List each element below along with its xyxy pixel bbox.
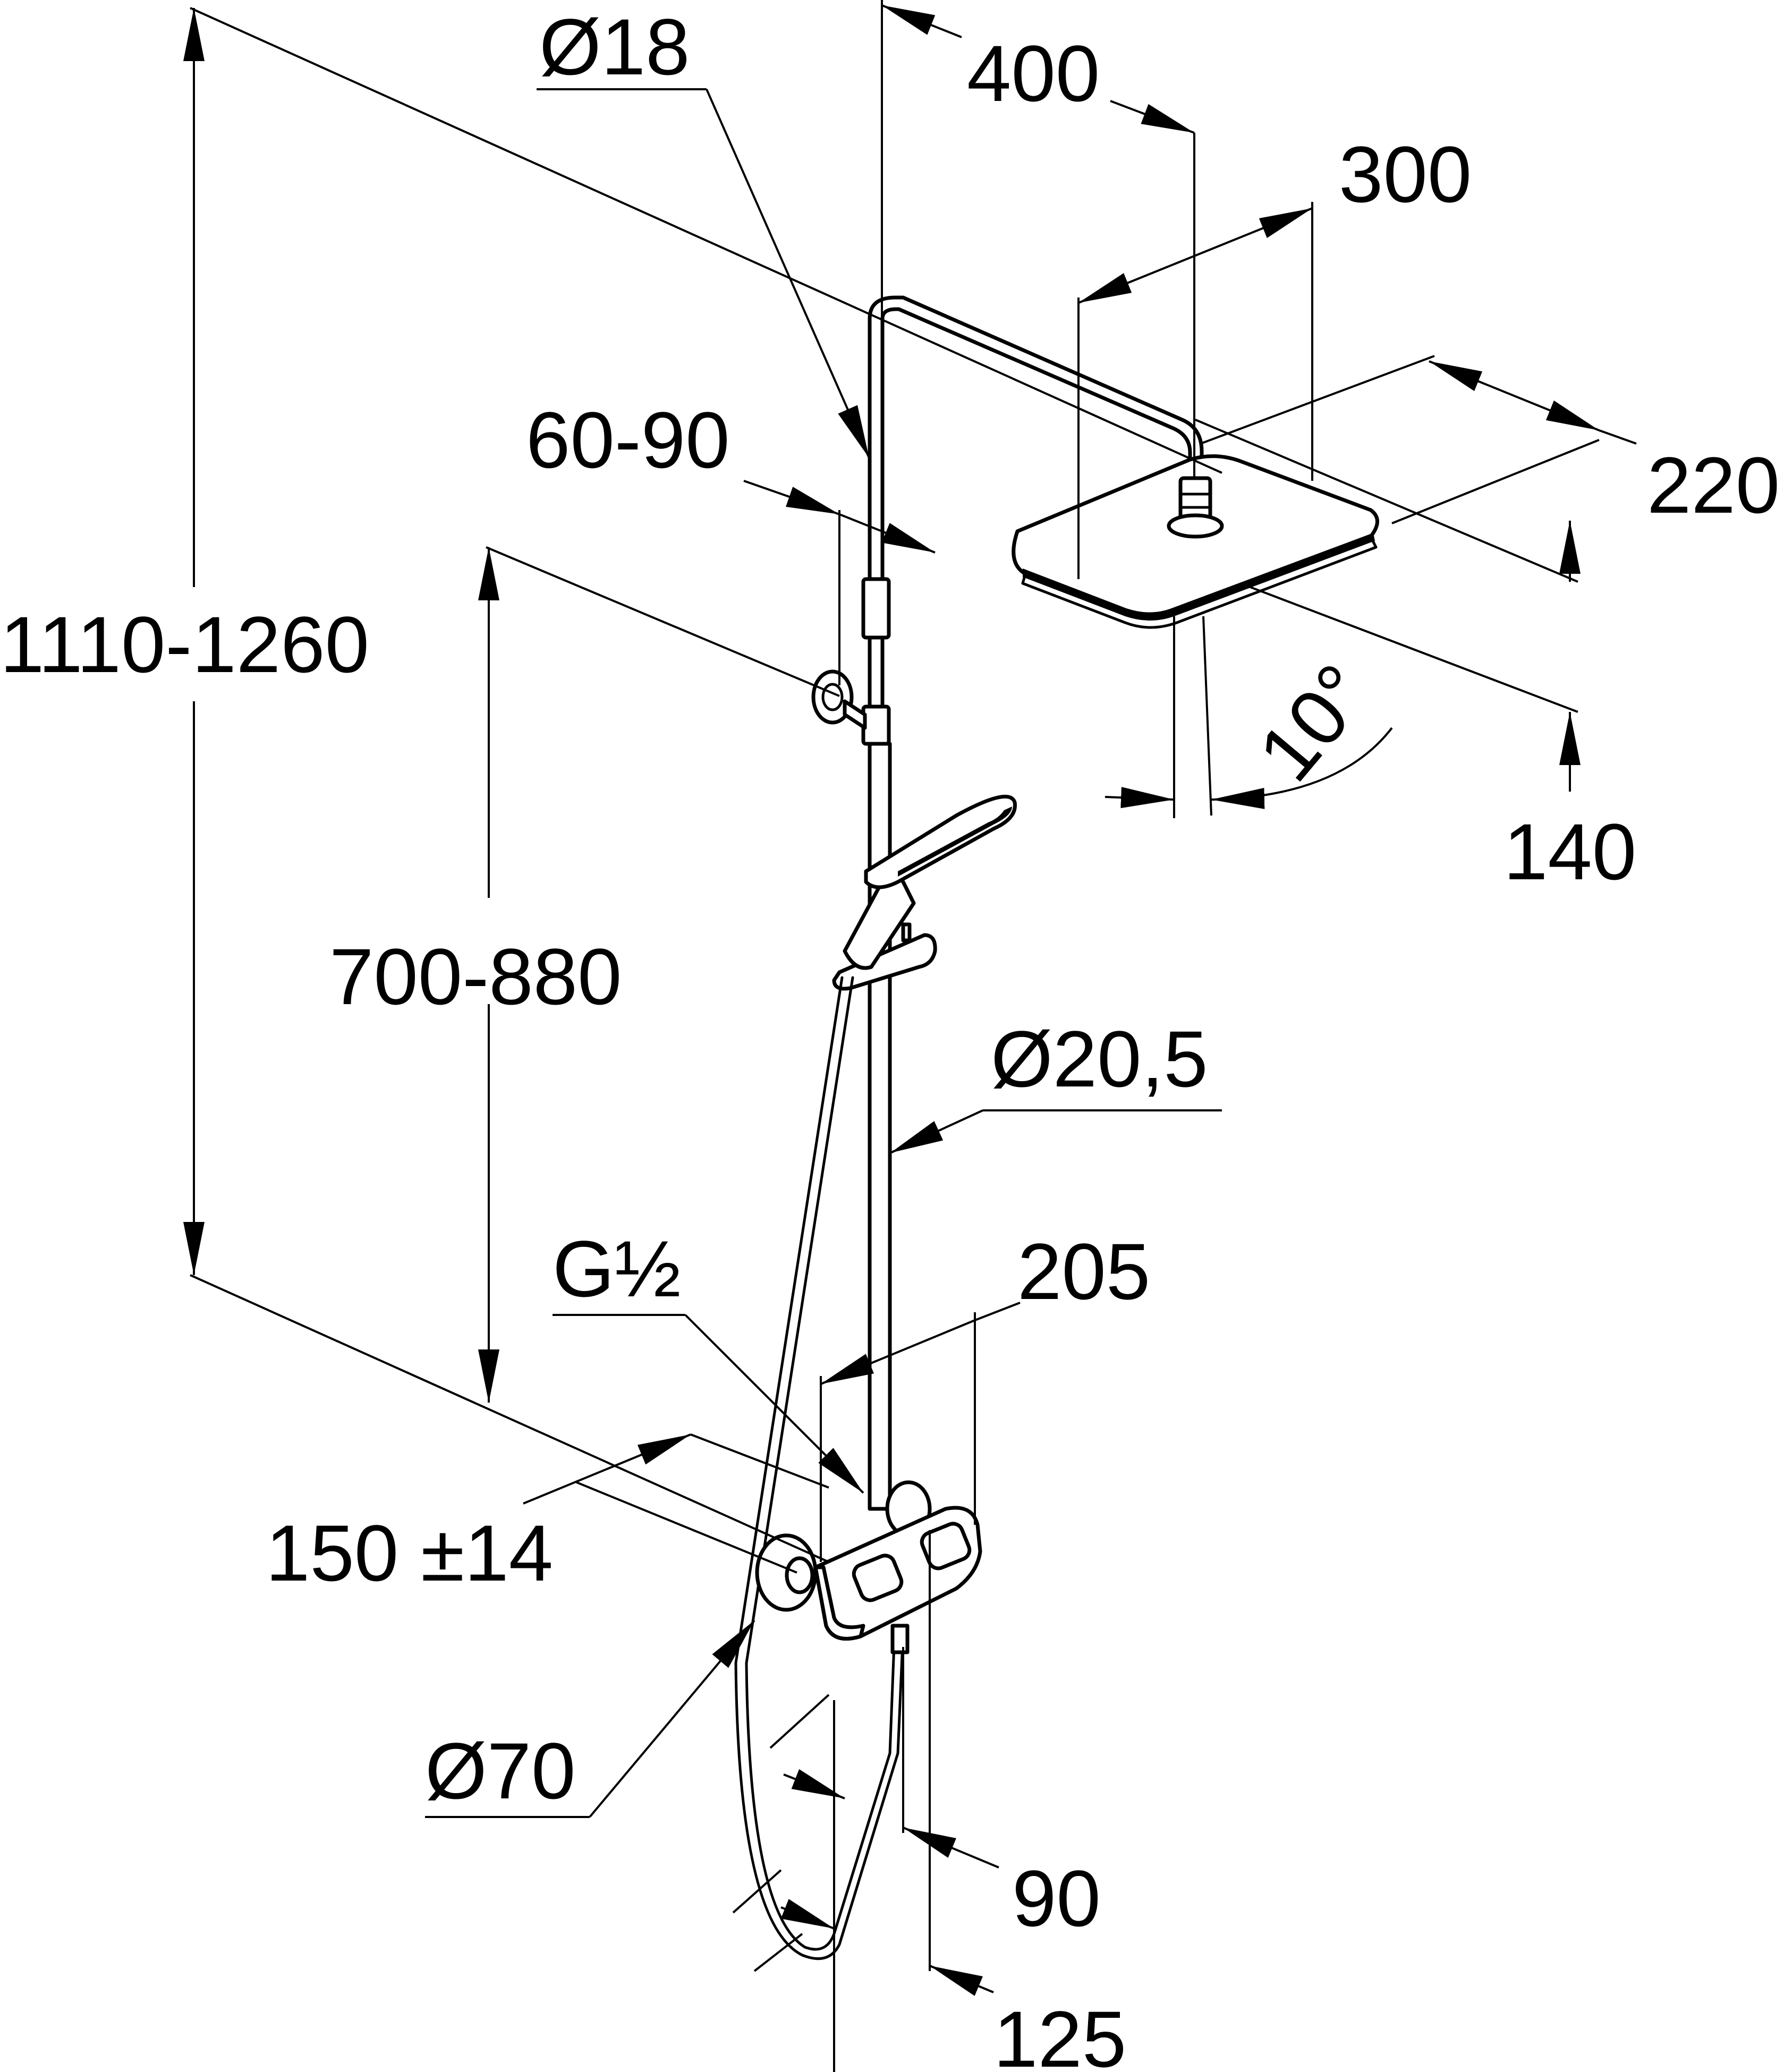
label-head-width: 220 <box>1647 440 1780 530</box>
handshower-holder <box>832 933 937 991</box>
pipe-sleeve-upper <box>861 577 891 640</box>
label-inlet-spacing: 150 ±14 <box>266 1508 553 1598</box>
label-head-depth: 300 <box>1339 130 1472 219</box>
label-total-height: 1110-1260 <box>0 600 369 689</box>
label-riser-diameter: Ø18 <box>539 2 690 91</box>
flow-knob <box>920 1522 972 1570</box>
shower-product <box>734 295 1379 1960</box>
mixer-outlet <box>890 1624 910 1654</box>
shower-head-face-dark <box>1023 533 1375 621</box>
head-connector <box>1167 476 1224 539</box>
hand-shower-head <box>864 794 1017 889</box>
shower-hose-outer <box>745 976 896 1951</box>
hand-shower-face <box>898 806 1012 877</box>
shower-hose <box>734 976 905 1960</box>
label-wall-to-pipe: 125 <box>993 1994 1126 2072</box>
label-wall-bracket-offset: 60-90 <box>526 395 730 485</box>
label-mixer-width: 90 <box>1012 1854 1101 1943</box>
inlet-nut <box>785 1556 814 1594</box>
dimension-lines <box>183 0 1637 2072</box>
holder-knob <box>901 922 912 942</box>
pipe-sleeve-lower <box>861 704 891 746</box>
label-mixer-depth: 205 <box>1017 1227 1150 1316</box>
label-escutcheon-diameter: Ø70 <box>425 1726 576 1815</box>
temperature-knob <box>852 1553 904 1602</box>
riser-pipe-middle <box>868 635 885 709</box>
mixer-body-front <box>813 1565 865 1641</box>
label-lower-pipe-diameter: Ø20,5 <box>991 1014 1208 1103</box>
label-handshower-height: 700-880 <box>329 932 622 1021</box>
label-head-thickness: 140 <box>1503 807 1636 896</box>
label-arm-projection: 400 <box>967 29 1100 118</box>
label-head-tilt: 10° <box>1241 648 1387 797</box>
wall-bracket <box>811 669 867 730</box>
label-thread: G½ <box>553 1224 681 1313</box>
thermostat-mixer <box>755 1480 982 1654</box>
